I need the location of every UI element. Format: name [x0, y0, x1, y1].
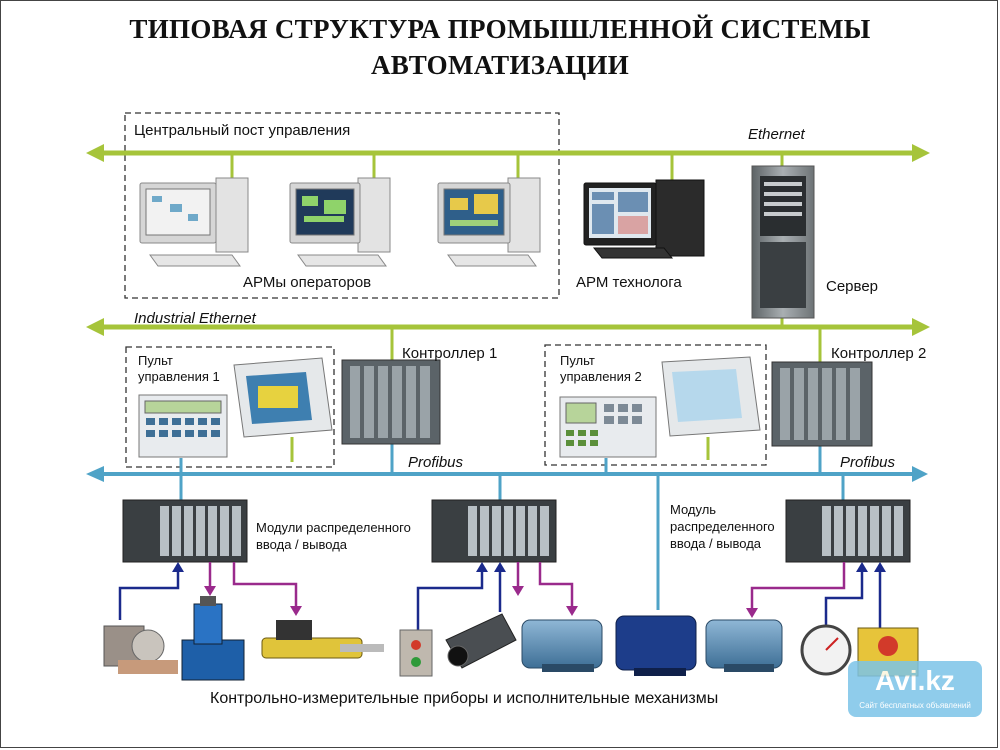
panel-2-group	[544, 344, 767, 466]
technologist-workstation-label: АРМ технолога	[576, 274, 682, 291]
profibus-bus	[86, 466, 928, 482]
touch-panel-1	[233, 357, 333, 438]
technologist-pc	[583, 179, 705, 259]
hydraulic-pump-device	[181, 596, 245, 681]
motor-2-device	[615, 615, 697, 676]
touch-panel-2	[661, 356, 761, 437]
output-signal-arrowheads	[204, 586, 758, 618]
io-module-center-device	[431, 499, 557, 563]
ethernet-drops	[230, 153, 822, 462]
industrial-ethernet-label: Industrial Ethernet	[134, 310, 256, 327]
controller-2-device	[771, 361, 873, 447]
operator-pc-1	[139, 177, 249, 267]
industrial-ethernet-bus	[86, 318, 930, 336]
profibus-right-label: Profibus	[840, 454, 896, 471]
panel-2	[559, 396, 657, 458]
input-signal-arrowheads	[172, 562, 886, 572]
operator-panel-1	[138, 394, 228, 458]
profibus-left-label: Profibus	[408, 454, 464, 471]
operator-workstations-label: АРМы операторов	[243, 274, 372, 291]
controller-1-label: Контроллер 1	[402, 345, 498, 362]
motor-1-device	[521, 619, 603, 672]
controller-1-device	[341, 359, 441, 445]
io-module-right-label-line-1: Модуль	[670, 502, 717, 517]
ethernet-label: Ethernet	[748, 126, 805, 143]
io-module-right-label-line-3: ввода / вывода	[670, 536, 762, 551]
operator-pc-3	[437, 177, 541, 267]
panel-1-label-line-1: Пульт	[138, 353, 173, 368]
server-label: Сервер	[826, 278, 879, 295]
io-module-right-device	[785, 499, 911, 563]
watermark-text: Avi.kz	[875, 665, 955, 696]
server-rack	[751, 165, 815, 319]
ethernet-bus	[86, 144, 930, 162]
field-devices-label: Контрольно-измерительные приборы и испол…	[210, 690, 719, 707]
watermark-subtext: Сайт бесплатных объявлений	[859, 701, 971, 710]
slide-title-line-2: АВТОМАТИЗАЦИИ	[370, 50, 630, 80]
avi-kz-watermark: Avi.kz Сайт бесплатных объявлений	[848, 661, 982, 717]
panel-2-label-line-2: управления 2	[560, 369, 642, 384]
input-signal-lines	[118, 568, 882, 630]
io-modules-left-label-line-2: ввода / вывода	[256, 537, 348, 552]
panel-2-label-line-1: Пульт	[560, 353, 595, 368]
pressure-gauge-device	[800, 624, 852, 676]
io-modules-left-label-line-1: Модули распределенного	[256, 520, 411, 535]
profibus-drops	[179, 440, 845, 610]
operator-pc-2	[289, 177, 391, 267]
slide-title-line-1: ТИПОВАЯ СТРУКТУРА ПРОМЫШЛЕННОЙ СИСТЕМЫ	[129, 14, 871, 44]
panel-1-label-line-2: управления 1	[138, 369, 220, 384]
hydraulic-cylinder-device	[261, 620, 384, 659]
output-signal-lines	[208, 562, 846, 610]
button-box-device	[399, 629, 433, 677]
motor-3-device	[705, 619, 783, 672]
central-post-label: Центральный пост управления	[134, 122, 351, 139]
panel-1-group	[125, 346, 335, 468]
camera-device	[445, 613, 517, 669]
sensor-roller-device	[103, 625, 178, 674]
io-module-left-device	[122, 499, 248, 563]
central-post-group	[124, 112, 560, 299]
io-module-right-label-line-2: распределенного	[670, 519, 775, 534]
controller-2-label: Контроллер 2	[831, 345, 927, 362]
